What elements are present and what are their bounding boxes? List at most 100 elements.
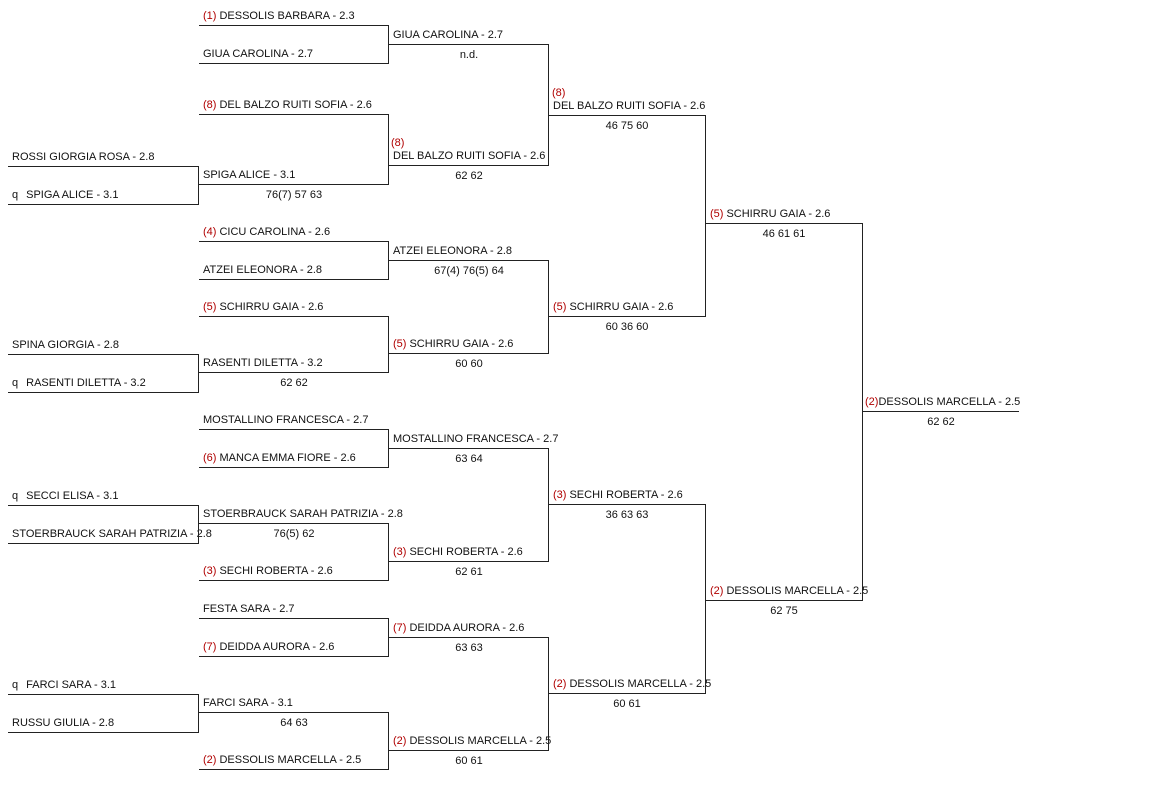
player-label: (7)DEIDDA AURORA - 2.6 — [393, 622, 524, 634]
player-name: DESSOLIS MARCELLA - 2.5 — [409, 735, 552, 747]
player-seed: (3) — [393, 546, 407, 558]
player-name: FESTA SARA - 2.7 — [203, 603, 295, 615]
match-score: 60 61 — [455, 755, 483, 767]
match-score: 60 60 — [455, 358, 483, 370]
player-label: RASENTI DILETTA - 3.2 — [203, 357, 323, 369]
player-label: (5)SCHIRRU GAIA - 2.6 — [393, 338, 513, 350]
match-score: 63 64 — [455, 453, 483, 465]
draw-slot: MOSTALLINO FRANCESCA - 2.7 — [389, 430, 558, 449]
bracket-connector — [548, 260, 549, 354]
draw-slot: SPIGA ALICE - 3.1 — [199, 166, 389, 185]
player-label: SPINA GIORGIA - 2.8 — [12, 339, 119, 351]
winner-label: (2)DESSOLIS MARCELLA - 2.5 — [865, 396, 1020, 408]
draw-slot: FESTA SARA - 2.7 — [199, 600, 389, 619]
bracket-connector — [388, 429, 389, 468]
bracket-connector — [388, 241, 389, 280]
player-name: MANCA EMMA FIORE - 2.6 — [219, 452, 356, 464]
match-score: 76(5) 62 — [273, 528, 315, 540]
player-seed: (2) — [393, 735, 407, 747]
player-label: DEL BALZO RUITI SOFIA - 2.6 — [393, 150, 545, 162]
bracket-connector — [388, 25, 389, 64]
player-seed: q — [12, 189, 19, 201]
player-name: DESSOLIS MARCELLA - 2.5 — [219, 754, 362, 766]
player-label: FARCI SARA - 3.1 — [203, 697, 293, 709]
draw-slot: (7)DEIDDA AURORA - 2.6 — [389, 619, 549, 638]
player-label: GIUA CAROLINA - 2.7 — [203, 48, 313, 60]
player-seed: q — [12, 377, 19, 389]
bracket-connector — [548, 448, 549, 562]
draw-slot: STOERBRAUCK SARAH PATRIZIA - 2.8 — [8, 525, 212, 544]
player-label: SPIGA ALICE - 3.1 — [203, 169, 295, 181]
player-label: ATZEI ELEONORA - 2.8 — [203, 264, 322, 276]
bracket-connector — [388, 114, 389, 185]
player-label: (3)SECHI ROBERTA - 2.6 — [203, 565, 333, 577]
player-name: DEL BALZO RUITI SOFIA - 2.6 — [219, 99, 372, 111]
player-name: SCHIRRU GAIA - 2.6 — [726, 208, 831, 220]
draw-slot: (3)SECHI ROBERTA - 2.6 — [199, 562, 389, 581]
bracket-connector — [198, 354, 199, 392]
draw-slot: (5)SCHIRRU GAIA - 2.6 — [389, 335, 549, 354]
player-name: MOSTALLINO FRANCESCA - 2.7 — [393, 433, 559, 445]
player-name: SECHI ROBERTA - 2.6 — [569, 489, 683, 501]
match-score: 76(7) 57 63 — [265, 189, 323, 201]
match-score: 60 36 60 — [605, 321, 649, 333]
player-label: (5)SCHIRRU GAIA - 2.6 — [710, 208, 830, 220]
match-score: 62 62 — [455, 170, 483, 182]
player-label: STOERBRAUCK SARAH PATRIZIA - 2.8 — [203, 508, 403, 520]
player-name: SCHIRRU GAIA - 2.6 — [219, 301, 324, 313]
player-label: (8)DEL BALZO RUITI SOFIA - 2.6 — [203, 99, 372, 111]
bracket-connector — [198, 166, 199, 204]
player-label: MOSTALLINO FRANCESCA - 2.7 — [393, 433, 558, 445]
player-name: SECHI ROBERTA - 2.6 — [409, 546, 523, 558]
player-name: GIUA CAROLINA - 2.7 — [393, 29, 504, 41]
draw-slot: FARCI SARA - 3.1 — [199, 694, 389, 713]
player-label: (2)DESSOLIS MARCELLA - 2.5 — [553, 678, 711, 690]
player-label: (1)DESSOLIS BARBARA - 2.3 — [203, 10, 355, 22]
player-label: (2)DESSOLIS MARCELLA - 2.5 — [393, 735, 551, 747]
player-seed: (6) — [203, 452, 217, 464]
player-name: ATZEI ELEONORA - 2.8 — [393, 245, 512, 257]
player-name: SCHIRRU GAIA - 2.6 — [569, 301, 674, 313]
player-seed: (2) — [203, 754, 217, 766]
player-label: (4)CICU CAROLINA - 2.6 — [203, 226, 330, 238]
player-label: (3)SECHI ROBERTA - 2.6 — [553, 489, 683, 501]
draw-slot: (3)SECHI ROBERTA - 2.6 — [549, 486, 706, 505]
player-seed: (8) — [552, 87, 566, 99]
player-seed: q — [12, 679, 19, 691]
draw-slot: (2)DESSOLIS MARCELLA - 2.5 — [706, 582, 868, 601]
draw-slot: (5)SCHIRRU GAIA - 2.6 — [549, 298, 706, 317]
match-score: 63 63 — [455, 642, 483, 654]
bracket-connector — [198, 505, 199, 543]
match-score: 62 61 — [455, 566, 483, 578]
draw-slot: (1)DESSOLIS BARBARA - 2.3 — [199, 7, 389, 26]
draw-slot: (7)DEIDDA AURORA - 2.6 — [199, 638, 389, 657]
player-seed: (5) — [203, 301, 217, 313]
player-seed: (5) — [553, 301, 567, 313]
draw-slot: (2)DESSOLIS MARCELLA - 2.5 — [199, 751, 389, 770]
bracket-connector — [548, 637, 549, 751]
bracket-connector — [388, 523, 389, 581]
player-name: STOERBRAUCK SARAH PATRIZIA - 2.8 — [12, 528, 212, 540]
player-label: DEL BALZO RUITI SOFIA - 2.6 — [553, 100, 705, 112]
player-name: GIUA CAROLINA - 2.7 — [203, 48, 314, 60]
player-name: DEL BALZO RUITI SOFIA - 2.6 — [393, 150, 546, 162]
match-score: 67(4) 76(5) 64 — [434, 265, 504, 277]
player-label: RUSSU GIULIA - 2.8 — [12, 717, 114, 729]
draw-slot: (4)CICU CAROLINA - 2.6 — [199, 223, 389, 242]
player-seed: (3) — [203, 565, 217, 577]
player-name: RASENTI DILETTA - 3.2 — [26, 377, 146, 389]
player-label: (6)MANCA EMMA FIORE - 2.6 — [203, 452, 356, 464]
draw-slot: GIUA CAROLINA - 2.7 — [199, 45, 389, 64]
draw-slot: (8)DEL BALZO RUITI SOFIA - 2.6 — [199, 96, 389, 115]
player-seed: (4) — [203, 226, 217, 238]
match-score: 46 75 60 — [605, 120, 649, 132]
player-seed: (2) — [553, 678, 567, 690]
player-name: DEIDDA AURORA - 2.6 — [219, 641, 335, 653]
bracket-connector — [705, 115, 706, 317]
player-label: (2)DESSOLIS MARCELLA - 2.5 — [710, 585, 868, 597]
draw-slot: (6)MANCA EMMA FIORE - 2.6 — [199, 449, 389, 468]
